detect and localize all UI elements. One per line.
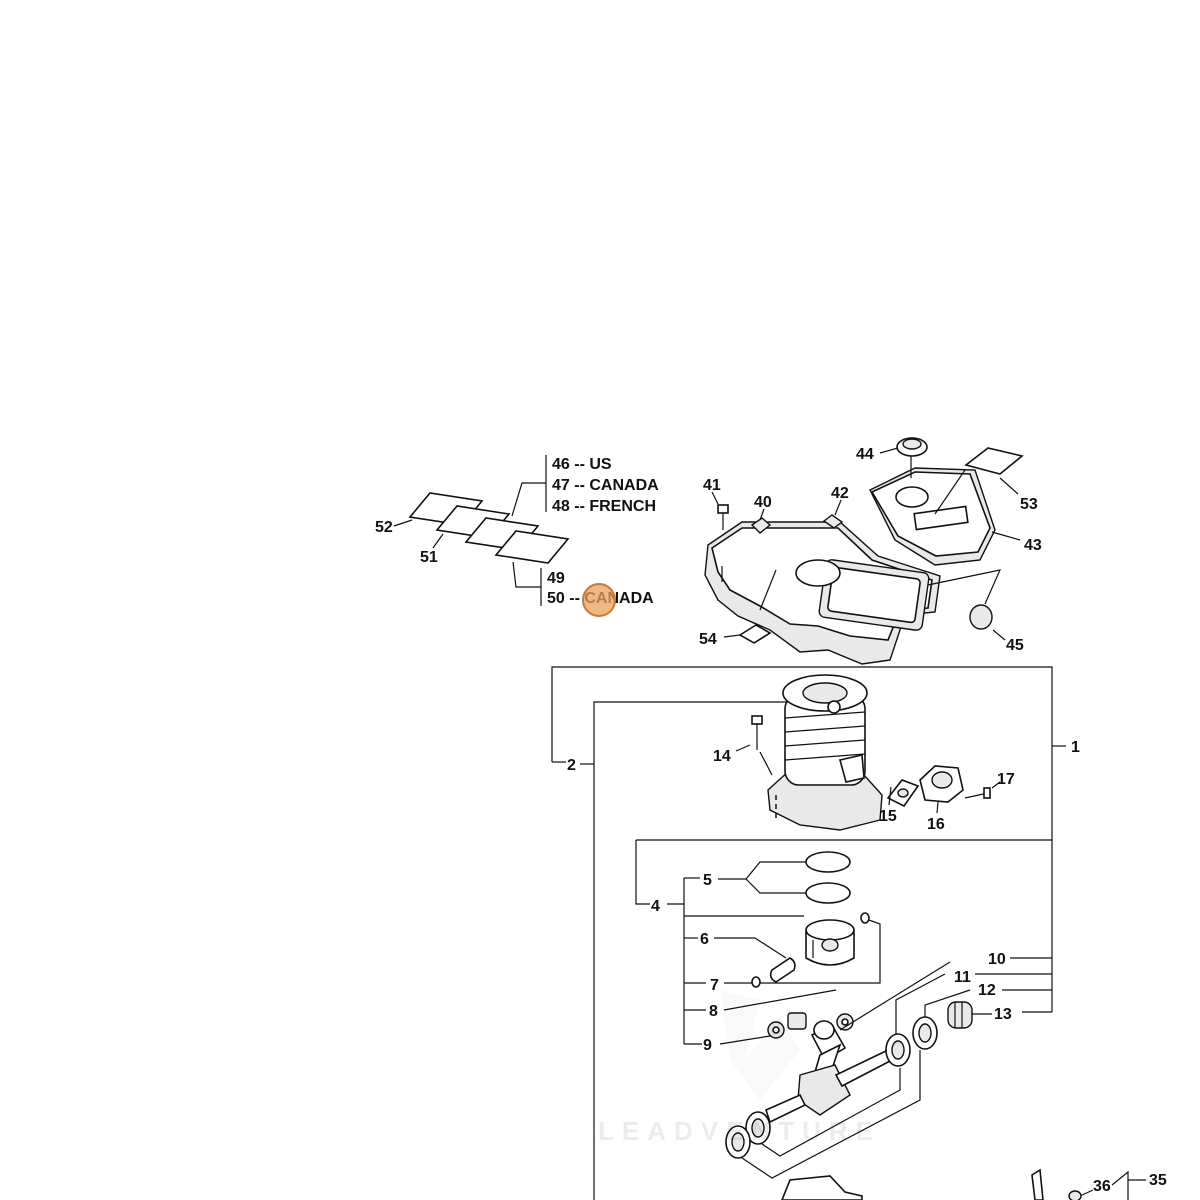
circlip-7[interactable] xyxy=(751,976,761,988)
screw-41[interactable] xyxy=(717,504,729,530)
callout-7: 7 xyxy=(710,977,719,994)
watermark-text: LEADVENTURE xyxy=(598,1116,881,1146)
assembly-bracket-1 xyxy=(551,666,1066,1013)
callout-2: 2 xyxy=(567,757,576,774)
bearing-11[interactable] xyxy=(885,973,946,1067)
bearing-12[interactable] xyxy=(912,989,971,1050)
callout-17: 17 xyxy=(997,771,1015,788)
knob-44[interactable] xyxy=(896,437,928,478)
gasket-15[interactable] xyxy=(886,779,920,808)
callout-16: 16 xyxy=(927,816,945,833)
callout-1: 1 xyxy=(1071,739,1080,756)
callout-10: 10 xyxy=(988,951,1006,968)
washer-36[interactable] xyxy=(1068,1190,1082,1200)
callout-9: 9 xyxy=(703,1037,712,1054)
callout-43: 43 xyxy=(1024,537,1042,554)
callout-11: 11 xyxy=(954,969,971,986)
callout-14: 14 xyxy=(713,748,731,765)
needle-bearing-9[interactable] xyxy=(719,1012,807,1045)
callout-51: 51 xyxy=(420,549,438,566)
callout-13: 13 xyxy=(994,1006,1012,1023)
callout-36: 36 xyxy=(1093,1178,1111,1195)
callout-5: 5 xyxy=(703,872,712,889)
piston[interactable] xyxy=(805,919,855,966)
callout-45: 45 xyxy=(1006,637,1024,654)
callout-40: 40 xyxy=(754,494,772,511)
callout-35: 35 xyxy=(1149,1172,1167,1189)
part-35-partial[interactable] xyxy=(1031,1168,1146,1200)
bearing-lower[interactable] xyxy=(725,1050,921,1179)
callout-41: 41 xyxy=(703,477,721,494)
clip-40[interactable] xyxy=(750,517,772,534)
assembly-bracket-4 xyxy=(635,840,804,1045)
cylinder[interactable] xyxy=(767,674,883,831)
grommet-42[interactable] xyxy=(822,514,844,529)
crankcase-partial[interactable] xyxy=(781,1175,863,1200)
callout-52: 52 xyxy=(375,519,393,536)
label-53[interactable] xyxy=(964,447,1024,475)
variant-48-french: 48 -- FRENCH xyxy=(552,498,656,515)
callout-15: 15 xyxy=(879,808,897,825)
callout-44: 44 xyxy=(856,446,874,463)
decal-group xyxy=(393,455,570,606)
watermark xyxy=(720,990,800,1100)
callout-4: 4 xyxy=(651,898,660,915)
plug-45[interactable] xyxy=(969,604,993,630)
label-54[interactable] xyxy=(738,624,772,644)
bolt-14[interactable] xyxy=(751,715,773,776)
seal-13[interactable] xyxy=(947,1001,992,1029)
cover-43[interactable] xyxy=(869,467,996,566)
screw-17[interactable] xyxy=(964,787,991,799)
decal-51c[interactable] xyxy=(494,530,570,564)
intake-flange-16[interactable] xyxy=(919,765,964,803)
callout-12: 12 xyxy=(978,982,996,999)
crankshaft[interactable] xyxy=(765,961,951,1124)
callout-54: 54 xyxy=(699,631,717,648)
piston-rings-5[interactable] xyxy=(718,851,851,904)
hotspot-highlight[interactable] xyxy=(582,583,616,617)
callout-6: 6 xyxy=(700,931,709,948)
variant-47-canada: 47 -- CANADA xyxy=(552,477,659,494)
assembly-bracket-2 xyxy=(580,701,790,1200)
callout-8: 8 xyxy=(709,1003,718,1020)
cover-housing[interactable] xyxy=(704,521,941,665)
circlip[interactable] xyxy=(756,912,881,984)
callout-49: 49 xyxy=(547,570,565,587)
variant-46-us: 46 -- US xyxy=(552,456,612,473)
callout-53: 53 xyxy=(1020,496,1038,513)
piston-pin-6[interactable] xyxy=(714,937,796,983)
callout-42: 42 xyxy=(831,485,849,502)
